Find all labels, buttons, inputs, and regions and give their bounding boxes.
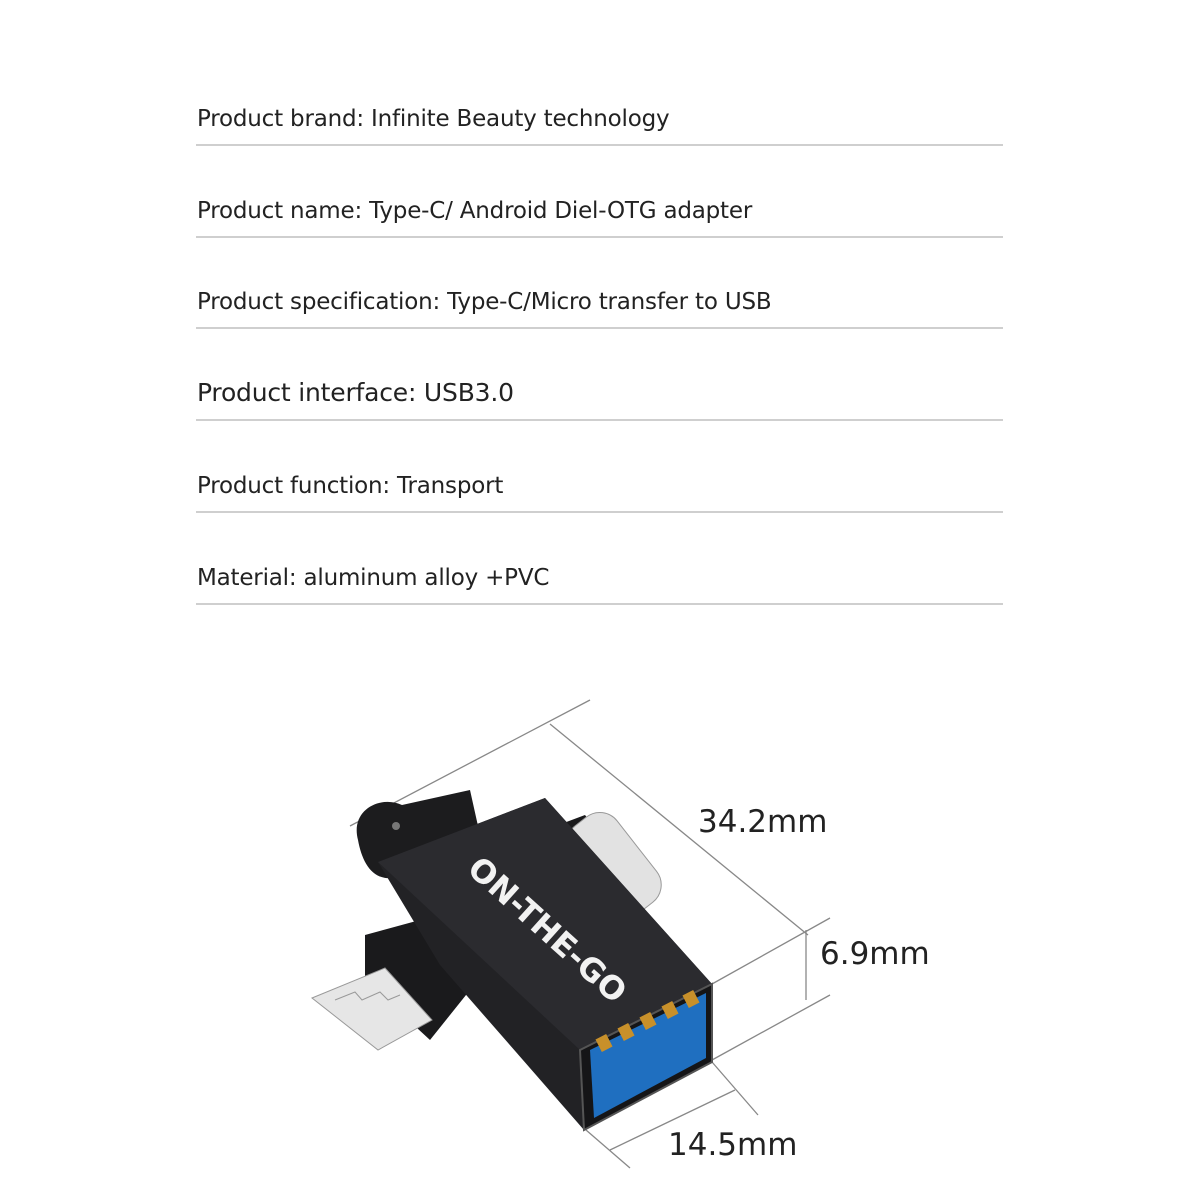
spec-specification: Product specification: Type-C/Micro tran… [197, 289, 772, 315]
dimension-length: 34.2mm [698, 804, 827, 840]
spec-brand: Product brand: Infinite Beauty technolog… [197, 106, 670, 132]
spec-function: Product function: Transport [197, 473, 504, 499]
dimension-height: 6.9mm [820, 936, 930, 972]
spec-row-interface: Product interface: USB3.0 [196, 365, 1003, 421]
spec-row-brand: Product brand: Infinite Beauty technolog… [196, 90, 1003, 146]
spec-row-specification: Product specification: Type-C/Micro tran… [196, 273, 1003, 329]
lanyard-tab [356, 790, 480, 879]
lanyard-hole-icon [392, 822, 400, 830]
adapter-body: ON-THE-GO [378, 798, 713, 1132]
spec-row-name: Product name: Type-C/ Android Diel-OTG a… [196, 182, 1003, 238]
spec-row-function: Product function: Transport [196, 457, 1003, 513]
spec-row-material: Material: aluminum alloy +PVC [196, 549, 1003, 605]
dimension-width: 14.5mm [668, 1127, 797, 1163]
spec-material: Material: aluminum alloy +PVC [197, 565, 550, 591]
spec-interface: Product interface: USB3.0 [197, 378, 514, 407]
micro-usb-connector [311, 920, 470, 1051]
spec-name: Product name: Type-C/ Android Diel-OTG a… [197, 198, 753, 224]
usb-port [590, 993, 706, 1118]
usb-pins [595, 990, 700, 1052]
